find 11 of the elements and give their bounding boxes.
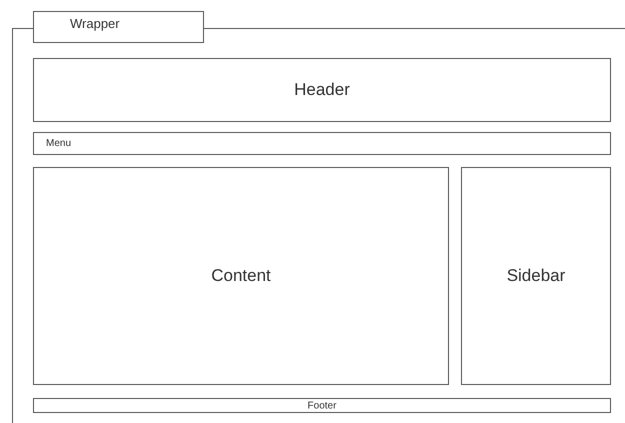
layout-region-box <box>33 167 449 385</box>
region-label: Content <box>211 266 271 286</box>
layout-region-box <box>33 58 611 122</box>
title-tab: Wrapper <box>33 11 204 43</box>
region-label: Header <box>294 80 350 100</box>
layout-region-box <box>461 167 611 385</box>
layout-region-box <box>33 132 611 155</box>
region-label: Menu <box>46 138 72 148</box>
region-label: Footer <box>308 400 336 411</box>
region-label: Sidebar <box>506 266 566 286</box>
layout-region-box <box>33 398 611 413</box>
